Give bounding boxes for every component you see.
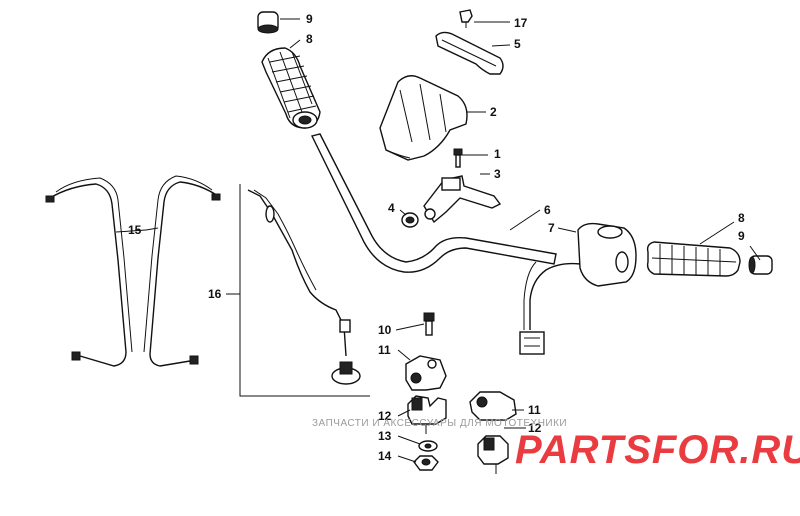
watermark-logo: PARTSFOR.RU — [515, 428, 800, 472]
callout-11: 11 — [528, 403, 541, 417]
leader-lines — [115, 18, 761, 463]
part-wiring-harness — [45, 175, 221, 367]
part-nut-14 — [413, 455, 439, 471]
part-grip-right — [646, 241, 741, 277]
callout-labels: 9 8 17 5 2 1 3 4 6 7 8 9 15 16 10 11 12 … — [128, 12, 745, 463]
part-grip-end-cap-top — [257, 11, 279, 34]
part-clamp-lower-right — [477, 435, 509, 474]
callout-16: 16 — [208, 287, 222, 301]
part-throttle-cable — [247, 189, 361, 385]
part-handlebar — [310, 133, 557, 273]
part-grip-end-cap-right — [748, 255, 773, 275]
callout-9: 9 — [306, 12, 313, 26]
part-clamp-upper-right — [469, 391, 517, 421]
part-clamp-upper-left — [405, 355, 447, 391]
watermark-tagline: ЗАПЧАСТИ И АКСЕССУАРЫ ДЛЯ МОТОТЕХНИКИ — [312, 418, 568, 429]
callout-13: 13 — [378, 429, 392, 443]
callout-7: 7 — [548, 221, 555, 235]
callout-15: 15 — [128, 223, 142, 237]
part-grip-left — [261, 47, 321, 129]
callout-11: 11 — [378, 343, 391, 357]
callout-17: 17 — [514, 16, 528, 30]
callout-5: 5 — [514, 37, 521, 51]
part-clamp-lower-left — [407, 395, 447, 434]
callout-14: 14 — [378, 449, 392, 463]
callout-bracket-16 — [239, 184, 370, 397]
part-mounting-bracket — [423, 175, 502, 224]
part-washer-13 — [418, 440, 438, 452]
part-trim-strip — [435, 31, 504, 75]
callout-10: 10 — [378, 323, 392, 337]
callout-3: 3 — [494, 167, 501, 181]
part-bolt-1 — [453, 148, 463, 168]
callout-12: 12 — [378, 409, 392, 423]
part-fastener-17 — [459, 9, 473, 28]
part-switch-housing — [519, 222, 637, 355]
callout-1: 1 — [494, 147, 501, 161]
callout-8: 8 — [306, 32, 313, 46]
callout-12: 12 — [528, 421, 542, 435]
part-washer-4 — [401, 212, 419, 228]
callout-9: 9 — [738, 229, 745, 243]
callout-2: 2 — [490, 105, 497, 119]
part-handlebar-cover — [379, 75, 468, 161]
callout-6: 6 — [544, 203, 551, 217]
callout-4: 4 — [388, 201, 395, 215]
callout-8: 8 — [738, 211, 745, 225]
part-bolt-10 — [423, 312, 435, 336]
